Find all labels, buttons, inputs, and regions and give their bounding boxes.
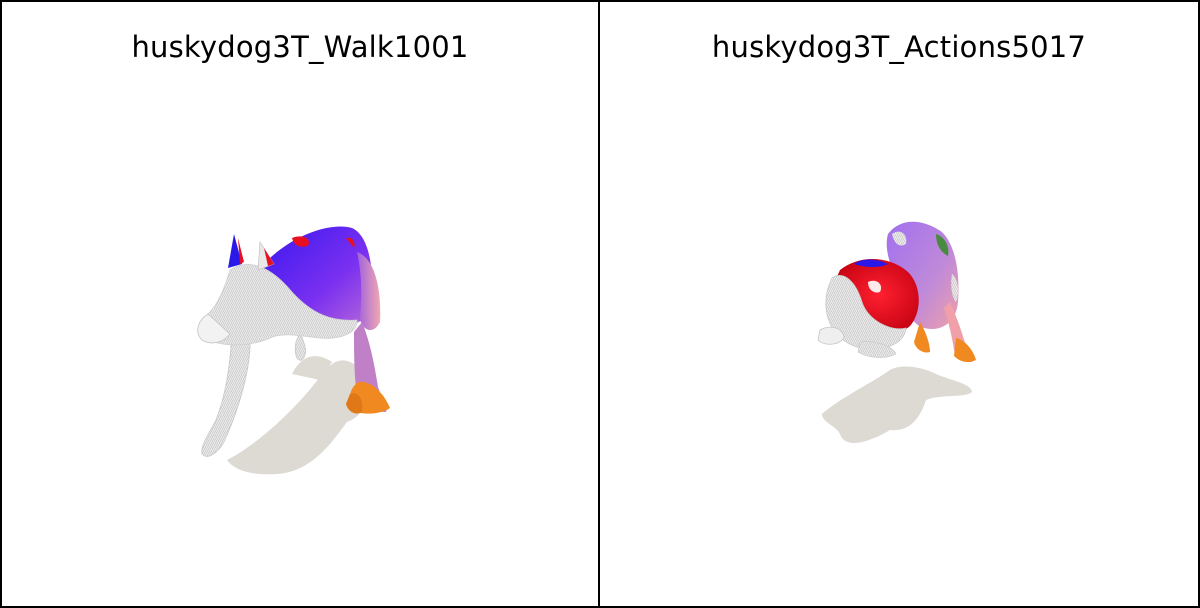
- panel-title-walk: huskydog3T_Walk1001: [131, 30, 469, 64]
- dog-render-walk: [197, 226, 390, 475]
- shadow-walk: [227, 360, 370, 475]
- panel-walk: huskydog3T_Walk1001: [2, 2, 600, 606]
- dog-render-actions: [817, 221, 976, 443]
- panel-actions: huskydog3T_Actions5017: [600, 2, 1198, 606]
- ear-left-walk: [228, 234, 242, 268]
- shadow-actions: [822, 366, 972, 443]
- panel-title-actions: huskydog3T_Actions5017: [711, 30, 1087, 64]
